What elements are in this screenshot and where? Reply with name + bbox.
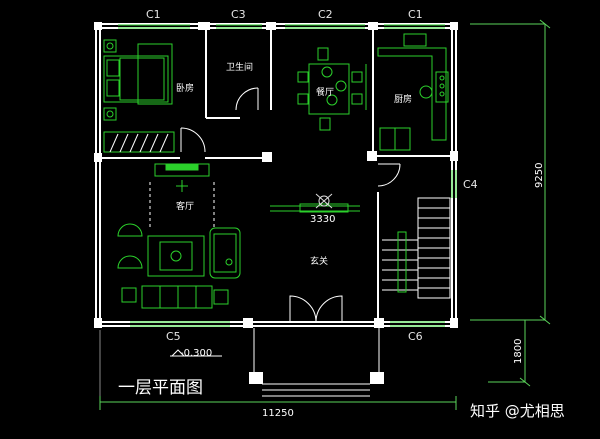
- wall-piers: [94, 22, 458, 384]
- bedroom-furniture: [103, 39, 175, 153]
- dining-set: [297, 47, 367, 131]
- window-label-c3: C3: [231, 8, 246, 21]
- room-label-bedroom: 卧房: [176, 82, 194, 94]
- level-marker: [170, 349, 222, 357]
- room-label-bathroom: 卫生间: [226, 61, 253, 73]
- living-dashed-lines: [149, 182, 215, 230]
- window-label-c1-left: C1: [146, 8, 161, 21]
- room-label-living: 客厅: [176, 200, 194, 212]
- foyer-beam: [270, 193, 360, 213]
- drawing-title: 一层平面图: [118, 378, 203, 398]
- beam-dimension: 3330: [310, 214, 335, 225]
- front-door: [289, 295, 343, 323]
- bedroom-closet-hatch: [109, 133, 169, 153]
- window-label-c2: C2: [318, 8, 333, 21]
- level-value: -0.300: [180, 348, 212, 359]
- overall-depth-dimension: 9250: [534, 163, 545, 188]
- kitchen-fixtures: [377, 33, 449, 151]
- window-label-c5: C5: [166, 330, 181, 343]
- staircase: [382, 197, 451, 299]
- window-label-c4: C4: [463, 178, 478, 191]
- window-label-c1-right: C1: [408, 8, 423, 21]
- room-label-foyer: 玄关: [310, 255, 328, 267]
- kitchen-door: [377, 163, 401, 187]
- room-label-dining: 餐厅: [316, 86, 334, 98]
- dimension-lines: [99, 19, 551, 410]
- tv-cabinet: [154, 163, 210, 192]
- room-label-kitchen: 厨房: [394, 93, 412, 105]
- interior-walls: [100, 28, 452, 322]
- watermark: 知乎 @尤相思: [470, 402, 565, 420]
- window-label-c6: C6: [408, 330, 423, 343]
- overall-width-dimension: 11250: [262, 408, 294, 419]
- windows: [118, 24, 457, 327]
- bathroom-door: [180, 87, 259, 153]
- porch-depth-dimension: 1800: [513, 339, 524, 364]
- sofa-set: [117, 223, 241, 309]
- porch: [99, 328, 380, 410]
